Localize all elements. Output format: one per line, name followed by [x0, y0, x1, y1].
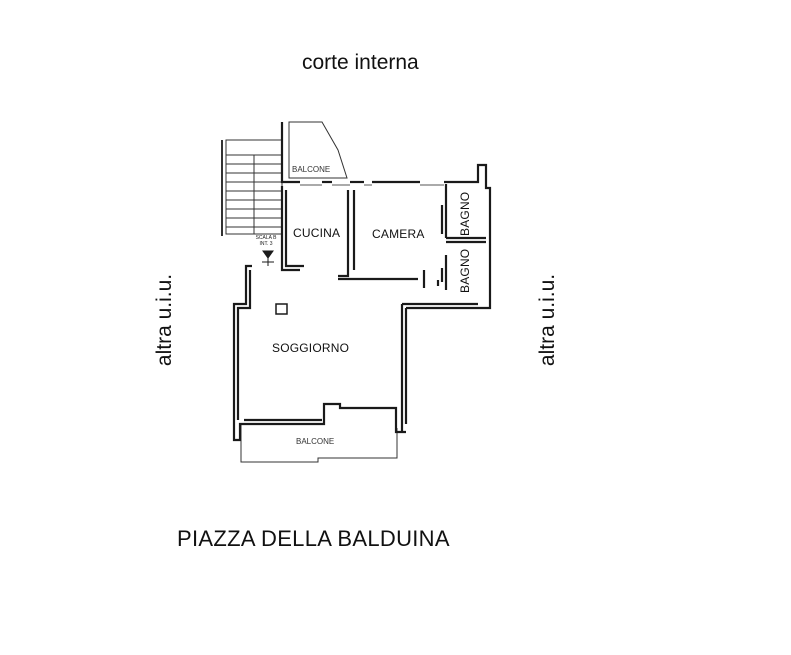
staircase: [221, 139, 283, 236]
room-label-camera: CAMERA: [372, 227, 425, 241]
room-label-balcone-bottom: BALCONE: [296, 437, 335, 446]
room-label-soggiorno: SOGGIORNO: [272, 341, 350, 355]
room-label-bagno-1: BAGNO: [458, 191, 472, 236]
walls: [232, 122, 492, 442]
label-piazza-della-balduina: PIAZZA DELLA BALDUINA: [177, 526, 450, 551]
room-label-cucina: CUCINA: [293, 226, 341, 240]
chimney-shaft: [275, 303, 288, 315]
label-corte-interna: corte interna: [302, 51, 419, 74]
bottom-balcony: [240, 424, 398, 463]
top-balcony: [288, 121, 348, 179]
entrance-label-line-1: SCALA B: [255, 235, 277, 241]
room-label-bagno-2: BAGNO: [458, 248, 472, 293]
entrance-marker: [262, 250, 274, 266]
room-label-balcone-top: BALCONE: [292, 165, 331, 174]
entrance-label: SCALA B INT. 3: [252, 235, 280, 247]
entrance-label-line-2: INT. 3: [259, 241, 273, 247]
